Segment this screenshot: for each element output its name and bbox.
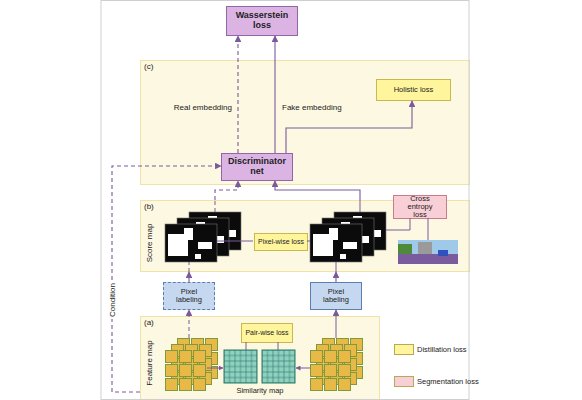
box-label: Discriminator net (228, 157, 286, 177)
connector (112, 166, 221, 392)
feature-map (165, 350, 207, 392)
score-map (310, 224, 362, 262)
loss-line (428, 218, 429, 240)
loss-line (246, 342, 247, 350)
box-label: Wasserstein loss (234, 11, 290, 31)
score-map (322, 218, 374, 256)
feature-layer (165, 350, 207, 392)
segment-car (438, 250, 448, 256)
segmentation-image (398, 240, 458, 264)
flow-line (336, 316, 337, 338)
feature-map (316, 344, 358, 386)
connector (335, 310, 336, 316)
panel-tag: (a) (144, 318, 154, 327)
loss-line (386, 218, 410, 230)
legend-swatch (394, 344, 414, 355)
legend-swatch (394, 376, 414, 387)
panel-tag: (b) (144, 202, 154, 211)
loss-box: Wasserstein loss (226, 6, 298, 36)
page-frame (101, 1, 469, 400)
score-map (177, 218, 229, 256)
network-box: Discriminator net (221, 153, 293, 181)
feature-map (177, 338, 219, 380)
segment-vegetation (398, 244, 412, 256)
connector (335, 272, 336, 282)
similarity-grid (262, 350, 295, 383)
segment-road (398, 254, 458, 264)
flow-arrow (207, 368, 223, 369)
panel-tag: (c) (144, 62, 153, 71)
flow-arrow (296, 368, 310, 369)
similarity-map (224, 350, 257, 383)
similarity-map (262, 350, 295, 383)
segment-sky (398, 240, 458, 264)
loss-box: Pixel-wise loss (254, 233, 308, 251)
connector (237, 36, 238, 153)
box-label: Pair-wise loss (245, 329, 288, 337)
flow-line (189, 316, 190, 338)
box-label: Pixel labeling (173, 288, 205, 305)
box-label: Pixel-wise loss (258, 238, 304, 246)
feature-layer (316, 344, 358, 386)
segment-building (418, 242, 432, 254)
loss-box: Pair-wise loss (241, 323, 293, 343)
edge-label: Fake embedding (282, 103, 362, 112)
connector (275, 181, 360, 200)
score-map (334, 212, 386, 250)
edge-label: Condition (108, 281, 117, 319)
box-label: Pixel labeling (320, 288, 352, 305)
connector (188, 310, 189, 316)
feature-layer (322, 338, 364, 380)
similarity-grid (224, 350, 257, 383)
score-map (165, 224, 217, 262)
box-label: Holistic loss (394, 86, 434, 94)
feature-map (322, 338, 364, 380)
loss-box: Holistic loss (376, 79, 451, 101)
edge-label: Real embedding (150, 103, 232, 112)
feature-map (171, 344, 213, 386)
flow-line (360, 200, 361, 212)
score-map (189, 212, 241, 250)
flow-line (189, 262, 190, 272)
connector (274, 36, 275, 153)
stage-panel: (b)Score mapPixel-wise lossCross entropy… (140, 200, 470, 272)
loss-box: Cross entropy loss (393, 195, 447, 219)
flow-line (215, 200, 216, 212)
feature-layer (310, 350, 352, 392)
stage-panel: (c) Holistic lossDiscriminator net (140, 60, 470, 185)
process-box: Pixel labeling (310, 282, 362, 310)
box-label: Cross entropy loss (400, 195, 440, 220)
loss-line (217, 241, 253, 242)
loss-line (307, 241, 310, 242)
flow-line (336, 262, 337, 272)
legend-text: Distillation loss (417, 345, 467, 354)
panel-title: Score map (145, 224, 154, 263)
legend-text: Segmentation loss (417, 377, 479, 386)
connector (215, 181, 238, 200)
feature-layer (171, 344, 213, 386)
panel-title: Feature map (145, 340, 154, 385)
feature-layer (177, 338, 219, 380)
loss-line (278, 342, 279, 350)
connector (188, 272, 189, 282)
process-box: Pixel labeling (163, 282, 215, 310)
map-caption: Similarity map (236, 386, 283, 395)
feature-map (310, 350, 352, 392)
